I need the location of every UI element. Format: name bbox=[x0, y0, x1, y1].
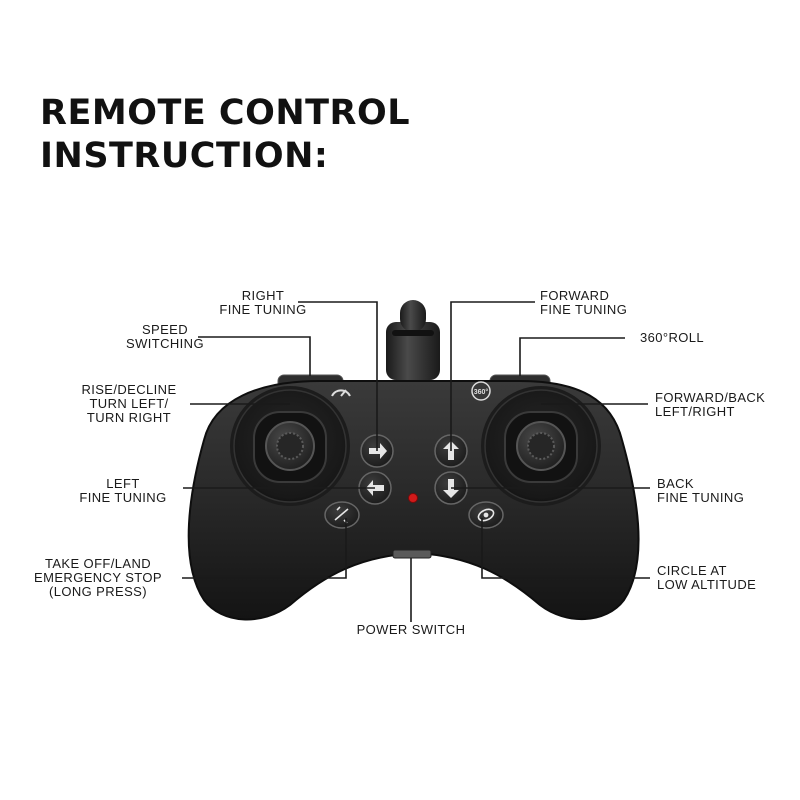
label-line: RIGHT bbox=[241, 288, 285, 303]
roll-badge-text: 360° bbox=[474, 388, 489, 396]
label-line: RISE/DECLINE bbox=[81, 382, 177, 397]
label-line: LEFT bbox=[106, 476, 140, 491]
circle-low-altitude-button[interactable] bbox=[468, 501, 504, 529]
label-line: LEFT/RIGHT bbox=[655, 404, 735, 419]
label-line: CIRCLE AT bbox=[657, 563, 727, 578]
label-roll-360: 360°ROLL bbox=[640, 331, 750, 345]
right-joystick[interactable] bbox=[481, 386, 601, 506]
label-line: TAKE OFF/LAND bbox=[44, 556, 152, 571]
leader-lines bbox=[182, 301, 650, 622]
antenna bbox=[386, 300, 440, 380]
label-line: FINE TUNING bbox=[657, 490, 745, 505]
label-line: TURN RIGHT bbox=[86, 410, 172, 425]
leader-right-fine-tuning bbox=[298, 301, 378, 451]
label-forward-back: FORWARD/BACK LEFT/RIGHT bbox=[655, 391, 795, 419]
leader-forward-fine-tuning bbox=[450, 301, 535, 451]
circle-flight-icon bbox=[477, 508, 495, 522]
label-line: BACK bbox=[657, 476, 695, 491]
leader-roll-360 bbox=[519, 337, 625, 376]
page-title-line-1: REMOTE CONTROL bbox=[40, 93, 411, 133]
page-title-line-2: INSTRUCTION: bbox=[40, 136, 329, 176]
arrow-right-icon bbox=[369, 443, 387, 459]
label-take-off-land: TAKE OFF/LAND EMERGENCY STOP (LONG PRESS… bbox=[18, 557, 178, 599]
label-line: FINE TUNING bbox=[79, 490, 167, 505]
label-line: FINE TUNING bbox=[540, 302, 628, 317]
label-line: 360°ROLL bbox=[640, 330, 705, 345]
label-line: EMERGENCY STOP bbox=[34, 570, 162, 585]
label-line: (LONG PRESS) bbox=[49, 584, 147, 599]
label-line: TURN LEFT/ bbox=[89, 396, 169, 411]
page-title: REMOTE CONTROL INSTRUCTION: bbox=[40, 92, 410, 178]
power-indicator-led bbox=[408, 493, 418, 503]
leader-circle-low-altitude bbox=[481, 518, 650, 579]
left-joystick[interactable] bbox=[230, 386, 350, 506]
label-line: FORWARD bbox=[540, 288, 610, 303]
label-power-switch: POWER SWITCH bbox=[331, 623, 491, 637]
label-line: FINE TUNING bbox=[219, 302, 307, 317]
label-line: POWER SWITCH bbox=[356, 622, 466, 637]
label-line: SPEED bbox=[141, 322, 189, 337]
leader-speed-switching bbox=[198, 336, 311, 376]
speed-gauge-icon bbox=[331, 389, 351, 397]
label-back-fine-tuning: BACK FINE TUNING bbox=[657, 477, 787, 505]
label-speed-switching: SPEED SWITCHING bbox=[95, 323, 235, 351]
leader-take-off-land bbox=[182, 518, 347, 579]
label-forward-fine-tuning: FORWARD FINE TUNING bbox=[540, 289, 680, 317]
label-line: LOW ALTITUDE bbox=[657, 577, 757, 592]
label-left-fine-tuning: LEFT FINE TUNING bbox=[68, 477, 178, 505]
label-right-fine-tuning: RIGHT FINE TUNING bbox=[188, 289, 338, 317]
label-circle-low-altitude: CIRCLE AT LOW ALTITUDE bbox=[657, 564, 787, 592]
label-line: FORWARD/BACK bbox=[655, 390, 766, 405]
power-switch[interactable] bbox=[392, 549, 432, 559]
take-off-land-button[interactable] bbox=[324, 501, 360, 529]
label-line: SWITCHING bbox=[126, 336, 204, 351]
roll-360-icon: 360° bbox=[471, 381, 491, 401]
label-rise-decline: RISE/DECLINE TURN LEFT/ TURN RIGHT bbox=[60, 383, 198, 425]
